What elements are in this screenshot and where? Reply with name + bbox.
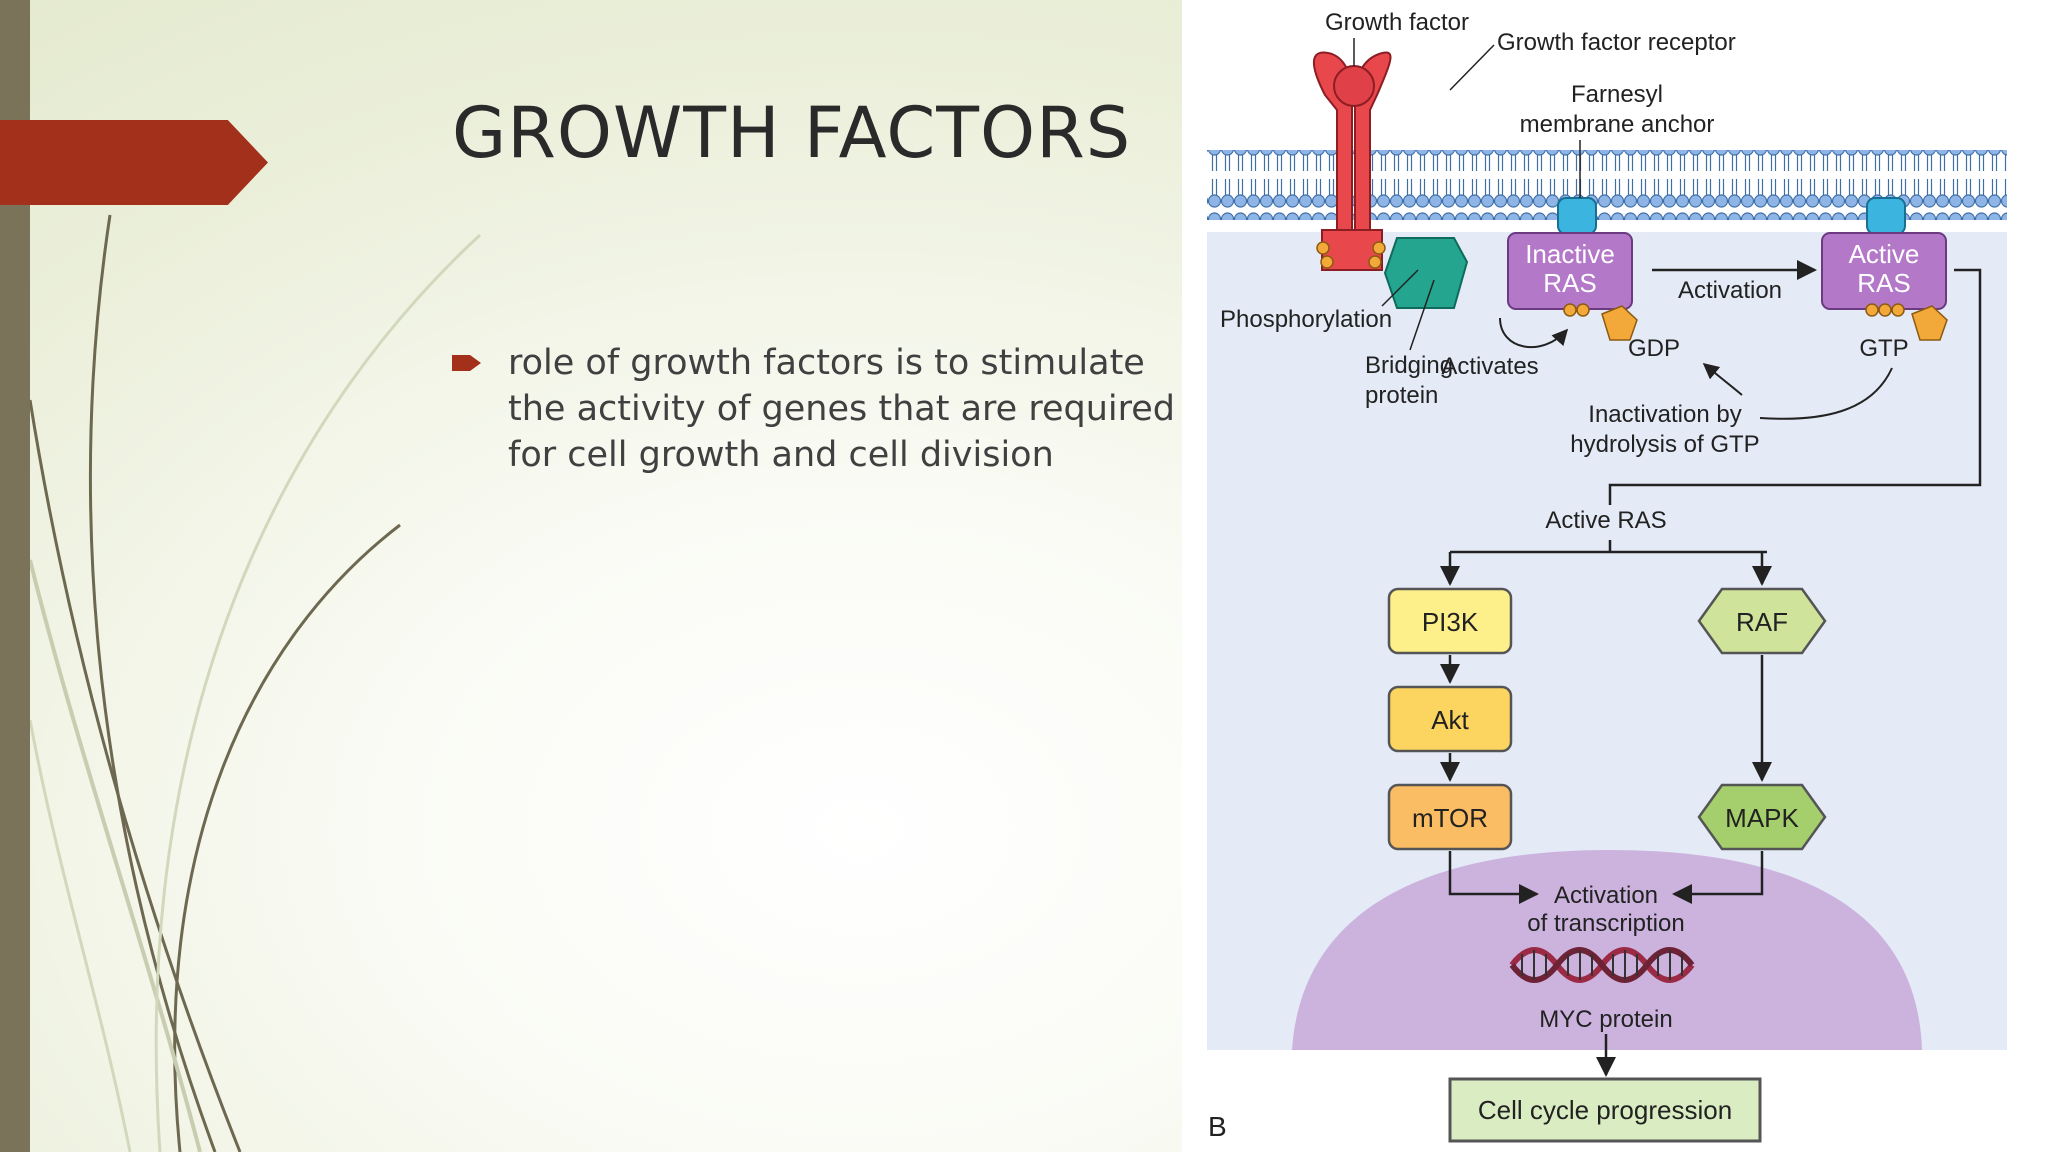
akt-label: Akt [1431, 705, 1469, 735]
inactivation-label-line1: Inactivation by [1588, 401, 1741, 428]
bullet-item: role of growth factors is to stimulate t… [508, 343, 1175, 475]
active-ras-label-line2: RAS [1857, 268, 1910, 298]
gdp-molecule [1601, 305, 1638, 341]
inactivation-label-line2: hydrolysis of GTP [1570, 431, 1759, 458]
pi3k-label: PI3K [1422, 607, 1479, 637]
mtor-node [1387, 783, 1513, 851]
farnesyl-label-line1: Farnesyl [1571, 81, 1663, 108]
growth-factor-ligand [1333, 65, 1375, 107]
nucleus [1292, 850, 1922, 1050]
decorative-swooshes [28, 214, 482, 1152]
gtp-label: GTP [1859, 335, 1908, 362]
raf-label: RAF [1736, 607, 1788, 637]
mapk-label: MAPK [1725, 803, 1799, 833]
farnesyl-anchor-active [1866, 197, 1906, 235]
farnesyl-anchor-inactive [1557, 197, 1597, 235]
growth-factor-label: Growth factor [1325, 9, 1469, 36]
mapk-node [1697, 783, 1827, 851]
title-arrow-shape [0, 120, 268, 205]
activates-label: Activates [1441, 353, 1538, 380]
growth-factor-receptor-label: Growth factor receptor [1497, 29, 1736, 56]
myc-protein-label: MYC protein [1539, 1006, 1672, 1033]
activation-transcription-label-line1: Activation [1554, 882, 1658, 909]
active-ras-label-line1: Active [1849, 239, 1920, 269]
bridging-protein-label-line1: Bridging [1365, 352, 1453, 379]
cell-cycle-progression-box [1448, 1077, 1762, 1143]
cell-cycle-progression-label: Cell cycle progression [1478, 1095, 1732, 1125]
pi3k-node [1387, 587, 1513, 655]
raf-node [1697, 587, 1827, 655]
mtor-label: mTOR [1412, 803, 1488, 833]
slide-title: GROWTH FACTORS [452, 92, 1132, 174]
active-ras-branch-label: Active RAS [1545, 507, 1666, 534]
bridging-protein [1383, 237, 1469, 309]
arrow-bullet-icon [452, 355, 481, 371]
phosphorylation-label: Phosphorylation [1220, 306, 1392, 333]
gdp-label: GDP [1628, 335, 1680, 362]
bridging-protein-label-line2: protein [1365, 382, 1438, 409]
gtp-molecule [1911, 305, 1948, 341]
panel-label: B [1208, 1111, 1227, 1142]
dna-helix-icon [1509, 947, 1695, 983]
activation-transcription-label-line2: of transcription [1527, 910, 1684, 937]
inactive-ras-label-line2: RAS [1543, 268, 1596, 298]
ras-signaling-diagram: Inactive RAS Active RAS Growth factor Gr… [1182, 0, 2048, 1152]
farnesyl-label-line2: membrane anchor [1520, 111, 1715, 138]
akt-node [1387, 685, 1513, 753]
activation-label: Activation [1678, 277, 1782, 304]
diagram-canvas: Inactive RAS Active RAS Growth factor Gr… [1207, 9, 2007, 1143]
inactive-ras-label-line1: Inactive [1525, 239, 1615, 269]
